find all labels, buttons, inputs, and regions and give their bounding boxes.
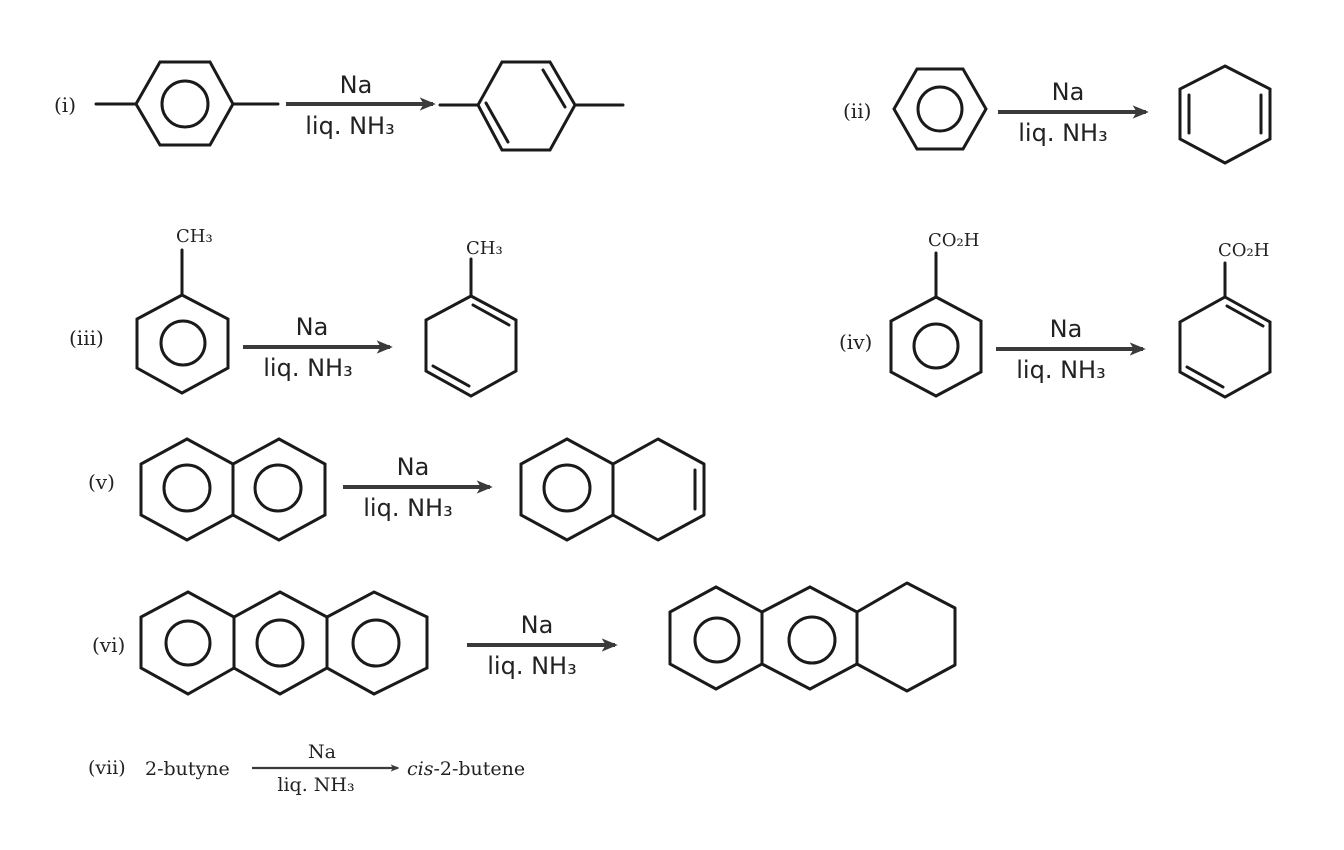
reaction-label: (iv) xyxy=(839,330,872,354)
anthracene-reactant xyxy=(139,590,429,696)
reagent-bottom: liq. NH₃ xyxy=(263,354,352,382)
carboxyl-group-label: CO₂H xyxy=(928,230,979,251)
diene-product xyxy=(438,60,625,152)
reagent-bottom: liq. NH₃ xyxy=(363,494,452,522)
reaction-arrow: Na liq. NH₃ xyxy=(343,453,493,522)
reaction-arrow: Na liq. NH₃ xyxy=(243,313,393,382)
benzoic-acid-reactant: CO₂H xyxy=(889,230,983,398)
dihydronaphthalene-product xyxy=(519,437,706,542)
reaction-label: (iii) xyxy=(69,326,104,350)
reagent-top: Na xyxy=(296,313,329,341)
benzene-reactant xyxy=(892,67,988,151)
product-rest: -2-butene xyxy=(433,758,525,780)
reaction-arrow: Na liq. NH₃ xyxy=(286,71,436,140)
reagent-bottom: liq. NH₃ xyxy=(305,112,394,140)
reaction-label: (vi) xyxy=(92,633,125,657)
reagent-top: Na xyxy=(308,741,336,763)
reagent-top: Na xyxy=(397,453,430,481)
cyclohexadiene-carboxylic-acid-product: CO₂H xyxy=(1178,240,1272,399)
reagent-top: Na xyxy=(340,71,373,99)
reaction-v: (v) Na liq. NH₃ xyxy=(88,437,706,542)
reaction-i: (i) Na liq. NH₃ xyxy=(54,60,625,152)
reaction-label: (ii) xyxy=(843,99,871,123)
tetrahydroanthracene-product xyxy=(668,581,957,693)
reagent-bottom: liq. NH₃ xyxy=(487,652,576,680)
product-name: cis-2-butene xyxy=(407,758,525,780)
reaction-iii: (iii) CH₃ Na liq. NH₃ CH₃ xyxy=(69,226,518,398)
methylcyclohexadiene-product: CH₃ xyxy=(424,238,518,398)
cyclohexadiene-product xyxy=(1178,64,1272,165)
reaction-arrow: Na liq. NH₃ xyxy=(467,611,618,680)
naphthalene-reactant xyxy=(139,437,327,542)
reagent-bottom: liq. NH₃ xyxy=(277,774,354,796)
reaction-arrow: Na liq. NH₃ xyxy=(996,315,1146,384)
toluene-reactant: CH₃ xyxy=(135,226,230,395)
methyl-group-label: CH₃ xyxy=(176,226,213,247)
methyl-group-label: CH₃ xyxy=(466,238,503,259)
carboxyl-group-label: CO₂H xyxy=(1218,240,1269,261)
reagent-top: Na xyxy=(1052,78,1085,106)
reaction-arrow: Na liq. NH₃ xyxy=(998,78,1149,147)
p-xylene-reactant xyxy=(94,60,280,147)
reaction-label: (v) xyxy=(88,470,115,494)
reagent-bottom: liq. NH₃ xyxy=(1016,356,1105,384)
reaction-label: (i) xyxy=(54,93,76,117)
reagent-top: Na xyxy=(1050,315,1083,343)
reaction-arrow: Na liq. NH₃ xyxy=(252,741,400,796)
reagent-bottom: liq. NH₃ xyxy=(1018,119,1107,147)
reactant-name: 2-butyne xyxy=(145,758,230,780)
reaction-iv: (iv) CO₂H Na liq. NH₃ CO₂H xyxy=(839,230,1272,399)
product-prefix: cis xyxy=(407,758,434,780)
reaction-vi: (vi) Na liq. NH₃ xyxy=(92,581,957,696)
reaction-vii: (vii) 2-butyne Na liq. NH₃ cis-2-butene xyxy=(88,741,525,796)
reagent-top: Na xyxy=(521,611,554,639)
reaction-ii: (ii) Na liq. NH₃ xyxy=(843,64,1272,165)
reaction-label: (vii) xyxy=(88,757,126,779)
